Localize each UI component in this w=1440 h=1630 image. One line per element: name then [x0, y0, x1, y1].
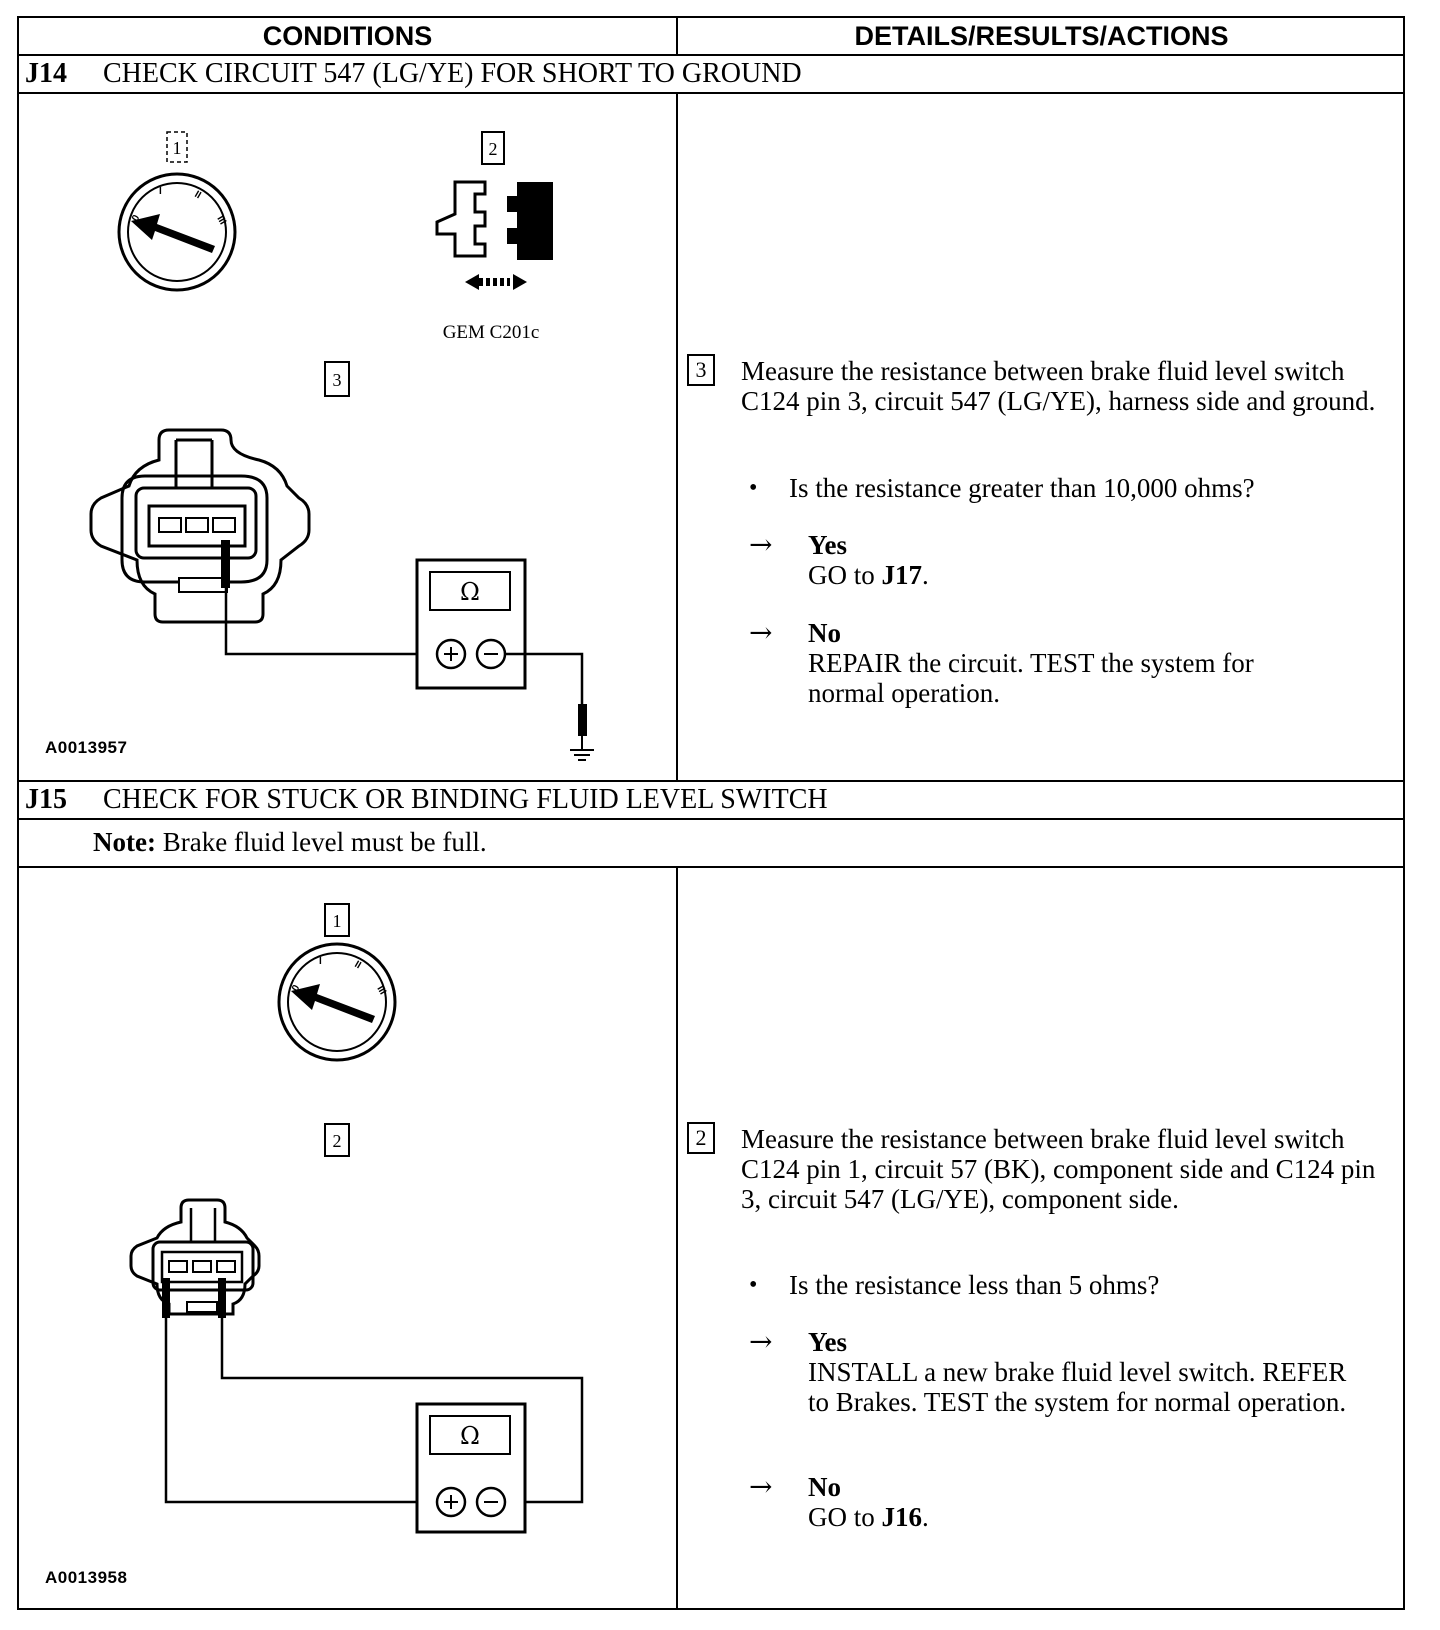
- rule-j15-note: [19, 866, 1403, 868]
- svg-text:I: I: [159, 186, 162, 197]
- bullet-j14: •: [749, 475, 758, 501]
- rule-j14-end: [19, 780, 1403, 782]
- callout-2: 2: [481, 131, 505, 165]
- connector-disconnect-icon: [435, 180, 553, 290]
- fluid-level-switch-connector-icon: [129, 1198, 261, 1316]
- j15-diagram: 1 0 I II III 2: [129, 903, 584, 1534]
- question-j14: Is the resistance greater than 10,000 oh…: [789, 473, 1255, 503]
- answer-no-j15: No GO to J16.: [808, 1472, 1368, 1532]
- connector-label: GEM C201c: [443, 322, 540, 343]
- step-title-j14: J14 CHECK CIRCUIT 547 (LG/YE) FOR SHORT T…: [25, 55, 802, 93]
- rule-header: [19, 54, 1403, 56]
- rule-j15-title: [19, 818, 1403, 820]
- callout-2: 2: [324, 1123, 350, 1157]
- col-divider-header: [676, 18, 678, 54]
- svg-text:0: 0: [130, 213, 143, 224]
- callout-1: 1: [166, 131, 188, 163]
- ohmmeter-icon: Ω: [415, 558, 527, 690]
- svg-text:II: II: [193, 189, 204, 201]
- svg-text:0: 0: [290, 983, 303, 994]
- note-text: Brake fluid level must be full.: [162, 827, 487, 857]
- answer-yes-j14: Yes GO to J17.: [808, 530, 1388, 590]
- callout-3: 3: [324, 361, 350, 397]
- answer-yes-post: .: [922, 560, 929, 590]
- ignition-switch-icon: 0 I II III: [277, 942, 397, 1062]
- arrow-no-j15: →: [749, 1470, 773, 1503]
- step-box-j14: 3: [687, 354, 715, 386]
- callout-2-label: 2: [489, 139, 498, 159]
- note-label: Note:: [93, 827, 156, 857]
- svg-text:I: I: [319, 956, 322, 967]
- link-j16[interactable]: J16: [881, 1502, 923, 1532]
- answer-no-post: .: [922, 1502, 929, 1532]
- instruction-j15: Measure the resistance between brake flu…: [741, 1124, 1376, 1214]
- ohm-symbol: Ω: [460, 1422, 480, 1450]
- answer-yes-label: Yes: [808, 530, 847, 560]
- ground-icon: [505, 652, 594, 761]
- arrow-yes-j14: →: [749, 528, 773, 561]
- answer-no-j14: No REPAIR the circuit. TEST the system f…: [808, 618, 1328, 708]
- figure-id-j14: A0013957: [45, 738, 128, 757]
- question-j15: Is the resistance less than 5 ohms?: [789, 1270, 1160, 1300]
- step-number: J15: [25, 784, 67, 815]
- answer-yes-j15: Yes INSTALL a new brake fluid level swit…: [808, 1327, 1368, 1417]
- bullet-j15: •: [749, 1272, 758, 1298]
- answer-no-label: No: [808, 618, 841, 648]
- link-j17[interactable]: J17: [881, 560, 923, 590]
- arrow-yes-j15: →: [749, 1325, 773, 1358]
- answer-no-pre: GO to: [808, 1502, 882, 1532]
- col-divider-j14: [676, 92, 678, 780]
- step-title-text: CHECK FOR STUCK OR BINDING FLUID LEVEL S…: [103, 784, 828, 815]
- answer-yes-label: Yes: [808, 1327, 847, 1357]
- note-j15: Note: Brake fluid level must be full.: [93, 822, 487, 862]
- column-header-details: DETAILS/RESULTS/ACTIONS: [854, 21, 1229, 51]
- callout-2-label: 2: [333, 1131, 342, 1151]
- ohm-symbol: Ω: [460, 578, 480, 606]
- ohmmeter-icon: Ω: [415, 1402, 527, 1534]
- ignition-switch-icon: 0 I II III: [117, 172, 237, 292]
- fluid-level-switch-connector-icon: [89, 428, 311, 624]
- answer-yes-text: INSTALL a new brake fluid level switch. …: [808, 1357, 1347, 1417]
- callout-1: 1: [324, 903, 350, 937]
- arrow-no-j14: →: [749, 616, 773, 649]
- step-title-j15: J15 CHECK FOR STUCK OR BINDING FLUID LEVE…: [25, 781, 828, 819]
- answer-yes-pre: GO to: [808, 560, 882, 590]
- j14-diagram: 1 0 I II III 2 GEM C201c: [89, 131, 594, 761]
- step-title-text: CHECK CIRCUIT 547 (LG/YE) FOR SHORT TO G…: [103, 58, 802, 89]
- svg-text:II: II: [353, 959, 364, 971]
- callout-3-label: 3: [333, 370, 342, 390]
- answer-no-text: REPAIR the circuit. TEST the system for …: [808, 648, 1254, 708]
- answer-no-label: No: [808, 1472, 841, 1502]
- instruction-j14: Measure the resistance between brake flu…: [741, 356, 1376, 416]
- rule-j14-title: [19, 92, 1403, 94]
- callout-1-label: 1: [333, 911, 342, 931]
- column-header-conditions: CONDITIONS: [262, 21, 433, 51]
- callout-1-label: 1: [173, 138, 182, 158]
- col-divider-j15: [676, 866, 678, 1610]
- step-box-j15: 2: [687, 1122, 715, 1154]
- figure-id-j15: A0013958: [45, 1568, 128, 1587]
- test-leads: [162, 1278, 584, 1504]
- test-lead: [221, 540, 451, 656]
- step-number: J14: [25, 58, 67, 89]
